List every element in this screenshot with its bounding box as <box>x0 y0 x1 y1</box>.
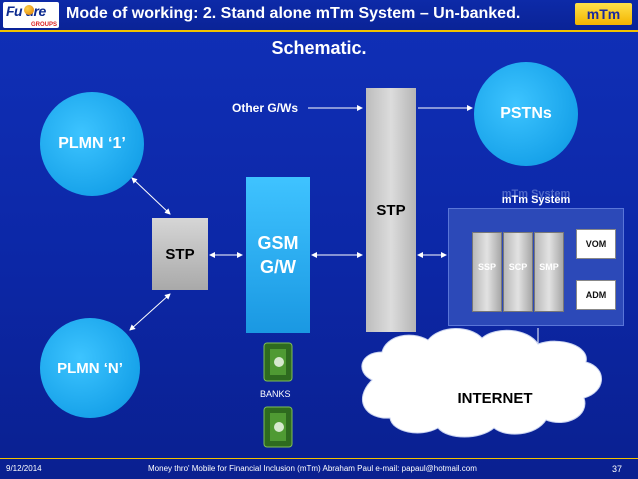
link-plmnN-stp <box>129 293 171 331</box>
bank-icon-top <box>263 342 293 382</box>
gsm-label-line2: G/W <box>260 257 296 277</box>
header-divider <box>0 30 638 32</box>
link-plmn1-stp <box>131 177 171 215</box>
banks-label: BANKS <box>260 389 291 399</box>
ssp-server-icon <box>472 232 502 312</box>
gsm-label-line1: GSM <box>257 233 299 253</box>
stp-large-label: STP <box>376 202 406 219</box>
footer-divider <box>0 458 638 459</box>
plmn-n-node: PLMN ‘N’ <box>40 318 140 418</box>
mtm-system-title: mTm System <box>501 194 571 206</box>
brand-badge: mTm <box>575 3 632 25</box>
internet-cloud <box>361 328 602 438</box>
scp-server-icon <box>503 232 533 312</box>
stp-node-small: STP <box>152 218 208 290</box>
smp-server-icon <box>534 232 564 312</box>
scp-label: SCP <box>508 262 528 272</box>
internet-label: INTERNET <box>457 390 533 407</box>
adm-box: ADM <box>576 280 616 310</box>
ssp-label: SSP <box>477 262 496 272</box>
other-gateways-label: Other G/Ws <box>232 101 299 115</box>
gsm-gateway-node: GSM G/W <box>246 177 310 333</box>
smp-label: SMP <box>539 262 559 272</box>
vom-box: VOM <box>576 229 616 259</box>
header-bar <box>0 0 638 30</box>
stp-node-large <box>366 88 416 332</box>
company-logo: Fu ure GROUPS <box>3 2 59 28</box>
logo-subtext: GROUPS <box>30 22 57 28</box>
bank-icon-bottom <box>263 406 293 448</box>
diagram-subtitle: Schematic. <box>271 38 367 58</box>
pstn-node: PSTNs <box>474 62 578 166</box>
plmn-1-node: PLMN ‘1’ <box>40 92 144 196</box>
globe-icon <box>24 5 34 15</box>
mtm-system-shadow-label: mTm System <box>501 188 571 200</box>
footer-text: Money thro' Mobile for Financial Inclusi… <box>148 464 477 473</box>
footer-date: 9/12/2014 <box>6 464 42 473</box>
slide-title: Mode of working: 2. Stand alone mTm Syst… <box>66 5 521 22</box>
page-number: 37 <box>612 464 623 474</box>
